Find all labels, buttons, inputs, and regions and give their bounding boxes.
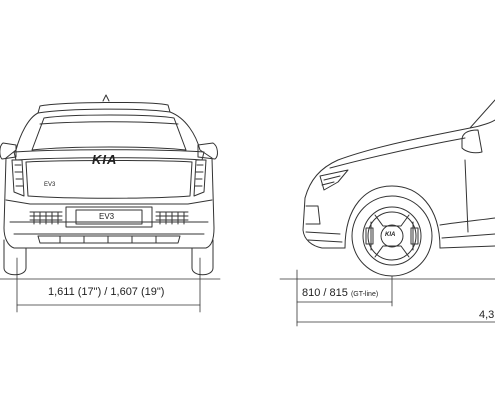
side-view xyxy=(279,99,495,327)
front-lower-lip xyxy=(305,231,343,243)
wheel-hub xyxy=(380,224,404,248)
front-fascia xyxy=(302,197,346,249)
track-width-label: 1,611 (17") / 1,607 (19") xyxy=(48,286,165,298)
lower-cladding xyxy=(439,233,495,249)
front-overhang-label: 810 / 815 xyxy=(302,287,348,299)
rim-inner xyxy=(367,211,417,261)
rim-pads-right xyxy=(410,227,419,245)
license-plate-text: EV3 xyxy=(99,212,115,221)
side-mirror xyxy=(461,129,483,154)
headlight xyxy=(319,169,349,191)
roof-spoiler xyxy=(37,101,171,114)
tailgate-panel xyxy=(25,160,193,199)
right-taillight-detail xyxy=(194,164,204,187)
right-mirror xyxy=(197,142,218,160)
left-taillight xyxy=(11,159,25,197)
windshield xyxy=(469,99,495,129)
front-bumper-line xyxy=(305,205,321,225)
front-wheel-arch xyxy=(344,185,441,249)
antenna xyxy=(102,94,110,102)
front-overhang-note: (GT-line) xyxy=(350,291,379,298)
rear-kia-logo: KIA xyxy=(92,152,118,167)
rear-diffuser xyxy=(37,235,181,244)
right-bumper-vent xyxy=(155,211,189,225)
rear-window-inner xyxy=(39,121,179,125)
rear-bumper xyxy=(5,199,213,235)
front-overhang-group: 810 / 815 (GT-line) xyxy=(302,287,378,301)
hood-line xyxy=(304,119,495,199)
left-mirror xyxy=(0,142,17,160)
right-rear-tire xyxy=(191,239,214,276)
wheel-center-logo: KIA xyxy=(385,232,396,238)
left-taillight-detail xyxy=(14,164,24,187)
left-rear-tire xyxy=(3,239,27,276)
rear-view xyxy=(0,94,221,313)
rim-spokes xyxy=(370,214,414,258)
rim-pads-left xyxy=(365,227,374,245)
length-label: 4,3 xyxy=(479,309,495,321)
rear-window xyxy=(31,114,187,151)
hood-crease xyxy=(329,137,466,169)
license-plate xyxy=(75,209,143,225)
plate-recess xyxy=(65,206,153,228)
rear-model-badge: EV3 xyxy=(44,182,56,188)
front-rim xyxy=(362,206,422,266)
body-side-line xyxy=(439,217,495,226)
door-line xyxy=(464,159,469,233)
right-taillight xyxy=(193,159,207,197)
left-bumper-vent xyxy=(29,211,63,225)
rear-body-outline xyxy=(3,111,215,249)
